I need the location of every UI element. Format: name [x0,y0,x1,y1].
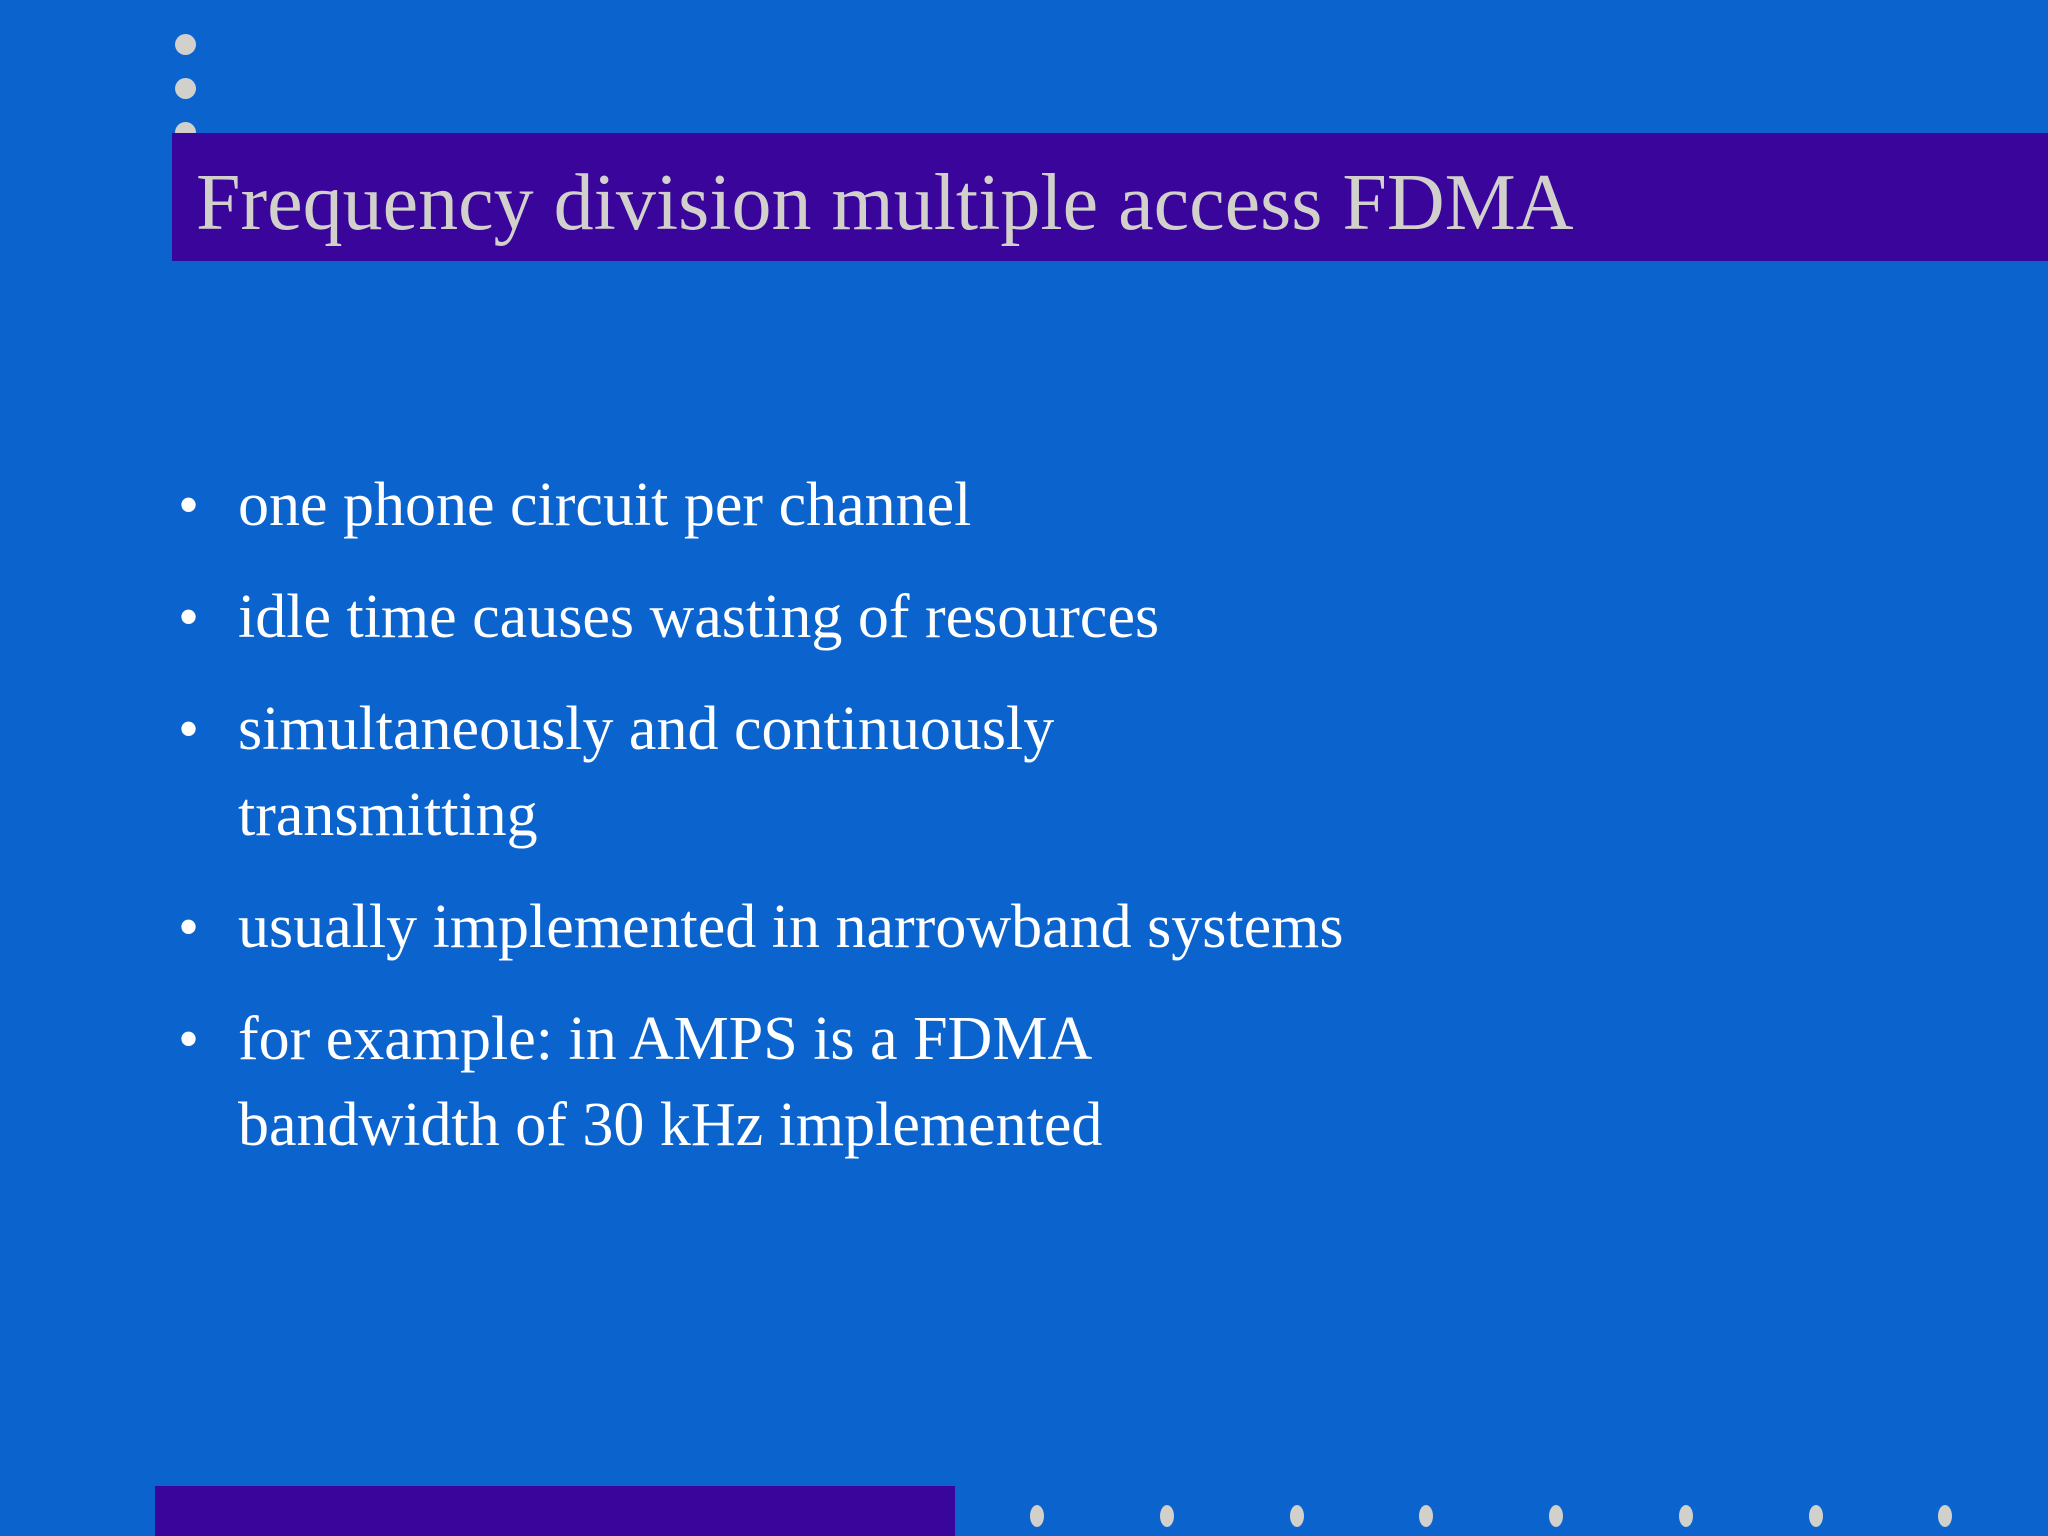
list-item-line-2: transmitting [238,781,538,849]
slide-title: Frequency division multiple access FDMA [196,159,1574,247]
list-item: • usually implemented in narrowband syst… [170,884,1890,970]
list-item-text: for example: in AMPS is a FDMA bandwidth… [238,996,1878,1168]
bullet-point-icon: • [178,584,200,650]
decorative-dot-icon [1938,1505,1953,1527]
decorative-dot-icon [1030,1505,1044,1527]
list-item-line-1: simultaneously and continuously [238,695,1055,763]
footer-accent-bar [155,1486,955,1536]
list-item-text: simultaneously and continuously transmit… [238,686,1878,858]
top-left-dot-decoration [175,20,199,143]
list-item-text: one phone circuit per channel [238,471,972,539]
list-item: • one phone circuit per channel [170,462,1890,548]
list-item-text: usually implemented in narrowband system… [238,893,1344,961]
list-item: • for example: in AMPS is a FDMA bandwid… [170,996,1890,1168]
list-item-line-1: for example: in AMPS is a FDMA [238,1005,1093,1073]
bullet-point-icon: • [178,472,200,538]
bullet-point-icon: • [178,894,200,960]
slide-title-band: Frequency division multiple access FDMA [172,133,2048,261]
decorative-dot-icon [1808,1505,1823,1527]
decorative-dot-icon [1419,1505,1434,1527]
bullet-point-icon: • [178,696,200,762]
list-item-text: idle time causes wasting of resources [238,583,1160,651]
decorative-dot-icon [1289,1505,1304,1527]
list-item: • idle time causes wasting of resources [170,574,1890,660]
list-item-line-2: bandwidth of 30 kHz implemented [238,1091,1103,1159]
bullet-point-icon: • [178,1006,200,1072]
decorative-dot-icon [1159,1505,1174,1527]
decorative-dot-icon [1678,1505,1693,1527]
decorative-dot-icon [175,78,196,99]
decorative-dot-icon [1549,1505,1563,1527]
list-item: • simultaneously and continuously transm… [170,686,1890,858]
bottom-right-dot-decoration [1010,1505,2048,1531]
bullet-list: • one phone circuit per channel • idle t… [170,462,1890,1194]
decorative-dot-icon [175,34,196,55]
